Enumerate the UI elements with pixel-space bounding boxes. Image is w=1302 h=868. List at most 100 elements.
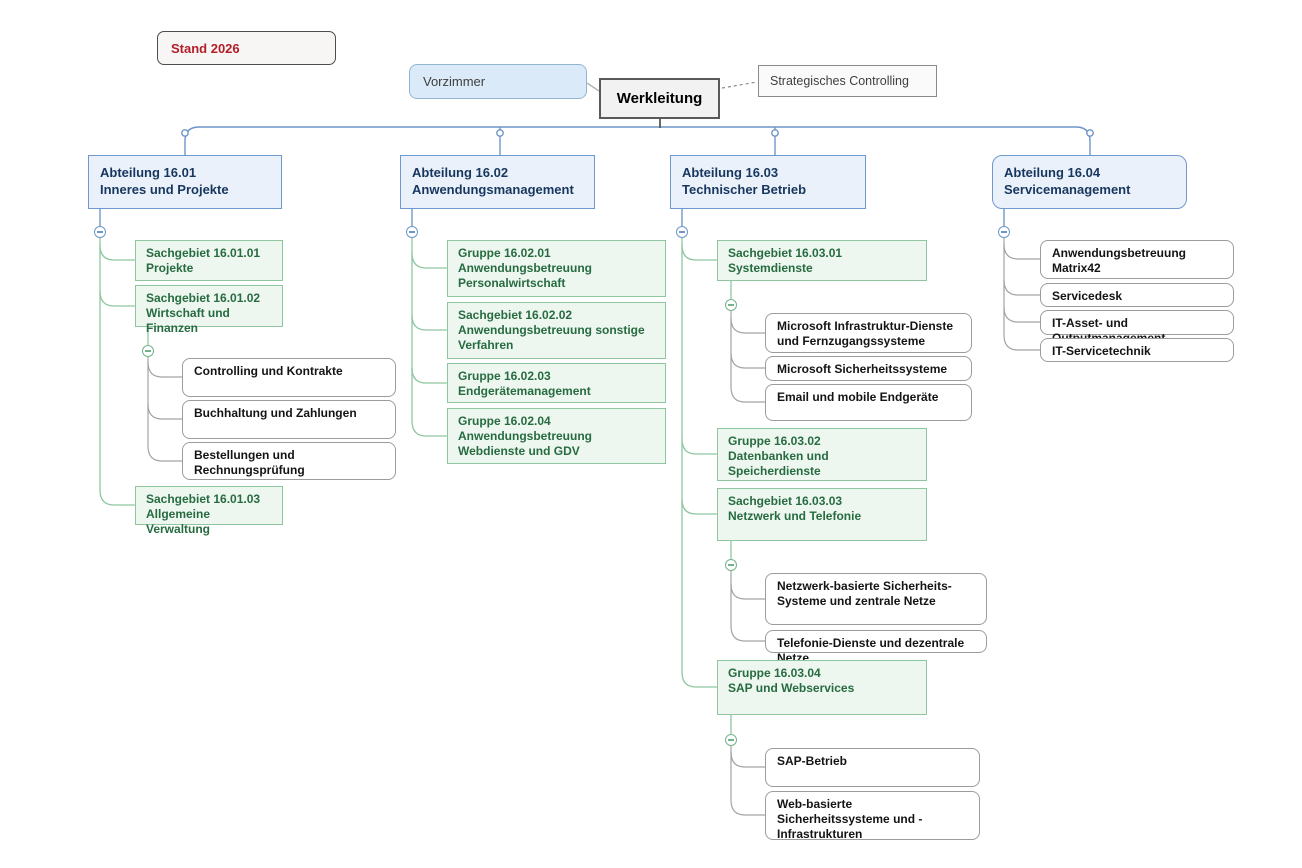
- collapse-toggle-16-03-03[interactable]: [725, 559, 737, 571]
- collapse-toggle-16-01[interactable]: [94, 226, 106, 238]
- node-gruppe-16-02-01[interactable]: Gruppe 16.02.01 Anwendungsbetreuung Pers…: [447, 240, 666, 297]
- node-code: Sachgebiet 16.01.03: [146, 492, 261, 506]
- node-abteilung-16-03[interactable]: Abteilung 16.03 Technischer Betrieb: [670, 155, 866, 209]
- collapse-toggle-16-03-04[interactable]: [725, 734, 737, 746]
- node-sachgebiet-16-01-03[interactable]: Sachgebiet 16.01.03 Allgemeine Verwaltun…: [135, 486, 283, 536]
- node-werkleitung[interactable]: Werkleitung: [599, 78, 720, 119]
- node-label: Anwendungsbetreuung Webdienste und GDV: [458, 429, 592, 458]
- node-label: Wirtschaft und Finanzen: [146, 306, 230, 335]
- minus-icon: [409, 231, 415, 233]
- node-sachgebiet-16-03-01[interactable]: Sachgebiet 16.03.01 Systemdienste: [717, 240, 927, 281]
- node-label: IT-Servicetechnik: [1052, 344, 1151, 358]
- node-label: Technischer Betrieb: [682, 182, 807, 197]
- node-label: Allgemeine Verwaltung: [146, 507, 211, 536]
- node-code: Sachgebiet 16.01.01: [146, 246, 261, 260]
- node-abteilung-16-02[interactable]: Abteilung 16.02 Anwendungsmanagement: [400, 155, 595, 209]
- node-label: Strategisches Controlling: [770, 74, 909, 88]
- node-vorzimmer[interactable]: Vorzimmer: [409, 64, 587, 99]
- node-email-und-mobile-endgeraete[interactable]: Email und mobile Endgeräte: [765, 384, 972, 421]
- node-strategisches-controlling[interactable]: Strategisches Controlling: [758, 65, 937, 97]
- blue-connectors: [99, 126, 1094, 227]
- node-label: Anwendungsmanagement: [412, 182, 574, 197]
- node-label: Inneres und Projekte: [100, 182, 229, 197]
- collapse-toggle-16-03-01[interactable]: [725, 299, 737, 311]
- node-code: Abteilung 16.03: [682, 165, 779, 180]
- node-code: Sachgebiet 16.02.02: [458, 308, 573, 322]
- minus-icon: [728, 564, 734, 566]
- node-sachgebiet-16-01-01[interactable]: Sachgebiet 16.01.01 Projekte: [135, 240, 283, 281]
- node-it-asset-und-outputmanagement[interactable]: IT-Asset- und Outputmanagement: [1040, 310, 1234, 345]
- minus-icon: [97, 231, 103, 233]
- node-netzwerk-sicherheits-systeme[interactable]: Netzwerk-basierte Sicherheits-Systeme un…: [765, 573, 987, 625]
- node-label: SAP-Betrieb: [777, 754, 848, 768]
- node-sachgebiet-16-01-02[interactable]: Sachgebiet 16.01.02 Wirtschaft und Finan…: [135, 285, 283, 335]
- node-label: Vorzimmer: [423, 74, 486, 89]
- node-label: Servicemanagement: [1004, 182, 1131, 197]
- collapse-toggle-16-03[interactable]: [676, 226, 688, 238]
- node-sachgebiet-16-02-02[interactable]: Sachgebiet 16.02.02 Anwendungsbetreuung …: [447, 302, 666, 359]
- node-label: Datenbanken und Speicherdienste: [728, 449, 829, 478]
- node-label: Anwendungsbetreuung sonstige Verfahren: [458, 323, 645, 352]
- node-code: Gruppe 16.03.04: [728, 666, 821, 680]
- node-code: Abteilung 16.02: [412, 165, 509, 180]
- node-code: Gruppe 16.02.03: [458, 369, 551, 383]
- minus-icon: [728, 304, 734, 306]
- node-label: Servicedesk: [1052, 289, 1123, 303]
- node-code: Sachgebiet 16.03.01: [728, 246, 843, 260]
- node-label: SAP und Webservices: [728, 681, 855, 695]
- node-code: Abteilung 16.04: [1004, 165, 1101, 180]
- node-code: Sachgebiet 16.01.02: [146, 291, 261, 305]
- stand-label: Stand 2026: [171, 41, 240, 56]
- node-label: Email und mobile Endgeräte: [777, 390, 939, 404]
- node-controlling-und-kontrakte[interactable]: Controlling und Kontrakte: [182, 358, 396, 397]
- node-telefonie-dienste[interactable]: Telefonie-Dienste und dezentrale Netze: [765, 630, 987, 665]
- node-servicedesk[interactable]: Servicedesk: [1040, 283, 1234, 307]
- node-label: Microsoft Sicherheitssysteme: [777, 362, 948, 376]
- minus-icon: [728, 739, 734, 741]
- gray-connectors: [147, 238, 1040, 816]
- node-gruppe-16-02-03[interactable]: Gruppe 16.02.03 Endgerätemanagement: [447, 363, 666, 403]
- minus-icon: [679, 231, 685, 233]
- node-ms-infrastruktur-dienste[interactable]: Microsoft Infrastruktur-Dienste und Fern…: [765, 313, 972, 353]
- node-label: Anwendungsbetreuung Personalwirtschaft: [458, 261, 592, 290]
- minus-icon: [145, 350, 151, 352]
- minus-icon: [1001, 231, 1007, 233]
- node-label: Werkleitung: [616, 90, 703, 107]
- node-gruppe-16-03-04[interactable]: Gruppe 16.03.04 SAP und Webservices: [717, 660, 927, 715]
- node-code: Gruppe 16.03.02: [728, 434, 821, 448]
- stand-annotation: Stand 2026: [157, 31, 336, 65]
- node-it-servicetechnik[interactable]: IT-Servicetechnik: [1040, 338, 1234, 362]
- node-buchhaltung-und-zahlungen[interactable]: Buchhaltung und Zahlungen: [182, 400, 396, 439]
- node-label: Bestellungen und Rechnungsprüfung: [194, 448, 305, 477]
- node-label: Controlling und Kontrakte: [194, 364, 343, 378]
- node-code: Abteilung 16.01: [100, 165, 197, 180]
- collapse-toggle-16-01-02[interactable]: [142, 345, 154, 357]
- node-web-basierte-sicherheitssysteme[interactable]: Web-basierte Sicherheitssysteme und -Inf…: [765, 791, 980, 841]
- node-code: Sachgebiet 16.03.03: [728, 494, 843, 508]
- node-ms-sicherheitssysteme[interactable]: Microsoft Sicherheitssysteme: [765, 356, 972, 381]
- node-label: Netzwerk und Telefonie: [728, 509, 862, 523]
- node-label: Netzwerk-basierte Sicherheits-Systeme un…: [777, 579, 952, 608]
- node-bestellungen-und-rechnungspruefung[interactable]: Bestellungen und Rechnungsprüfung: [182, 442, 396, 480]
- node-gruppe-16-03-02[interactable]: Gruppe 16.03.02 Datenbanken und Speicher…: [717, 428, 927, 481]
- node-code: Gruppe 16.02.01: [458, 246, 551, 260]
- node-label: Systemdienste: [728, 261, 813, 275]
- node-sachgebiet-16-03-03[interactable]: Sachgebiet 16.03.03 Netzwerk und Telefon…: [717, 488, 927, 541]
- collapse-toggle-16-04[interactable]: [998, 226, 1010, 238]
- node-abteilung-16-01[interactable]: Abteilung 16.01 Inneres und Projekte: [88, 155, 282, 209]
- node-label: Web-basierte Sicherheitssysteme und -Inf…: [777, 797, 923, 841]
- node-code: Gruppe 16.02.04: [458, 414, 551, 428]
- top-links: [586, 81, 758, 128]
- node-label: Microsoft Infrastruktur-Dienste und Fern…: [777, 319, 954, 348]
- collapse-toggle-16-02[interactable]: [406, 226, 418, 238]
- node-gruppe-16-02-04[interactable]: Gruppe 16.02.04 Anwendungsbetreuung Webd…: [447, 408, 666, 464]
- green-connectors: [99, 238, 732, 734]
- node-abteilung-16-04[interactable]: Abteilung 16.04 Servicemanagement: [992, 155, 1187, 209]
- node-anwendungsbetreuung-matrix42[interactable]: Anwendungsbetreuung Matrix42: [1040, 240, 1234, 279]
- node-label: Buchhaltung und Zahlungen: [194, 406, 357, 420]
- node-label: Anwendungsbetreuung Matrix42: [1052, 246, 1186, 275]
- node-label: Endgerätemanagement: [458, 384, 591, 398]
- node-sap-betrieb[interactable]: SAP-Betrieb: [765, 748, 980, 787]
